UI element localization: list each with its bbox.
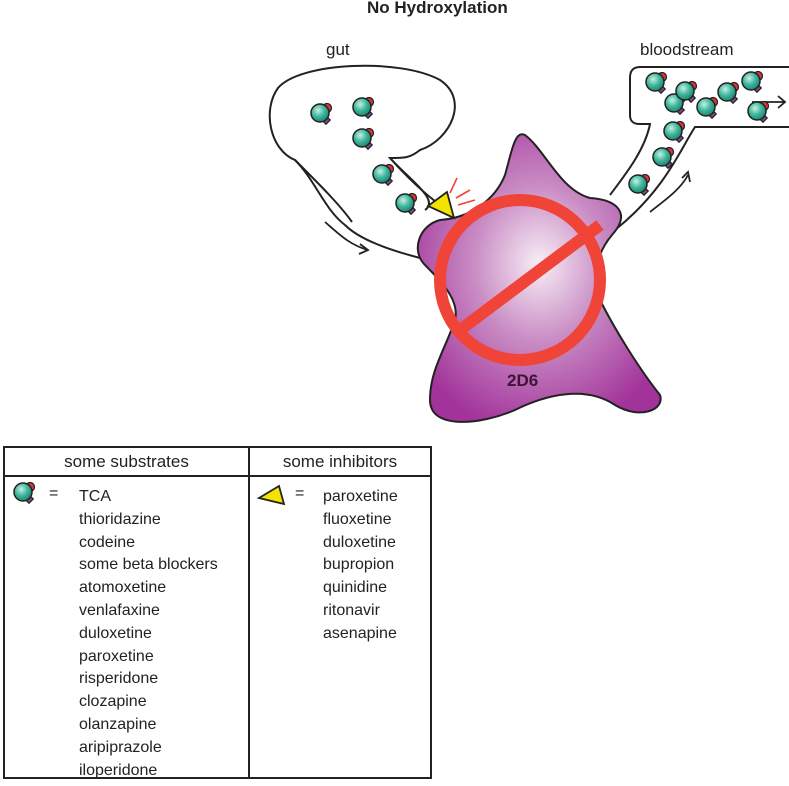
inhibitors-item: quinidine: [323, 579, 388, 597]
substrates-equals: =: [49, 485, 59, 502]
substrates-item: iloperidone: [79, 761, 158, 779]
bloodstream-outline-bottom: [614, 126, 789, 231]
substrate-molecule-icon: [717, 81, 740, 104]
substrate-molecule-icon: [696, 96, 719, 119]
substrate-molecule-icon: [352, 127, 375, 150]
inhibitors-item: fluoxetine: [323, 510, 392, 528]
inhibitor-triangle-icon: [257, 484, 286, 506]
bloodstream-outline-top: [609, 66, 789, 196]
substrate-molecule-icon: [395, 192, 418, 215]
bloodstream-arrow-up: [649, 174, 689, 213]
inhibitors-column: some inhibitors = paroxetine fluoxetine du…: [250, 448, 430, 777]
substrates-item: olanzapine: [79, 715, 157, 733]
substrate-molecule-icon: [372, 163, 395, 186]
substrate-molecule-icon: [628, 173, 651, 196]
substrate-molecule-icon: [645, 71, 668, 94]
substrate-molecule-icon: [652, 146, 675, 169]
substrate-molecule-icon: [352, 96, 375, 119]
substrates-item: some beta blockers: [79, 556, 218, 574]
substrates-item: clozapine: [79, 693, 147, 711]
inhibitors-item: bupropion: [323, 556, 395, 574]
inhibitors-item: asenapine: [323, 624, 397, 642]
inhibitors-header: some inhibitors: [250, 448, 430, 477]
inhibitors-equals: =: [295, 485, 305, 502]
enzyme-label: 2D6: [507, 371, 539, 390]
substrate-molecule-icon: [13, 481, 36, 504]
substrates-item: thioridazine: [79, 510, 161, 528]
gut-arrow: [324, 221, 369, 251]
substrate-molecule-icon: [747, 100, 770, 123]
substrates-header: some substrates: [5, 448, 248, 477]
substrates-item: TCA: [79, 488, 111, 505]
substrates-item: venlafaxine: [79, 601, 160, 619]
substrates-item: aripiprazole: [79, 738, 162, 756]
inhibitor-triangle-icon: [426, 190, 456, 220]
substrate-molecule-icon: [663, 120, 686, 143]
prohibition-sign-icon: [434, 194, 606, 366]
gut-duct-outer: [294, 159, 421, 259]
diagram-canvas: [268, 64, 789, 423]
inhibitors-item: duloxetine: [323, 533, 396, 551]
substrates-item: codeine: [79, 533, 136, 551]
bloodstream-label: bloodstream: [640, 40, 734, 59]
substrate-molecule-icon: [741, 70, 764, 93]
substrates-item: duloxetine: [79, 624, 152, 642]
substrates-item: risperidone: [79, 670, 159, 688]
inhibitors-list: paroxetine fluoxetine duloxetine bupropion q…: [323, 486, 398, 646]
substrates-list: TCA thioridazine codeine some beta blockers…: [79, 486, 218, 782]
inhibitors-item: paroxetine: [323, 488, 398, 505]
substrate-molecule-icon: [310, 102, 333, 125]
diagram-title: No Hydroxylation: [367, 0, 508, 17]
substrates-item: atomoxetine: [79, 579, 167, 597]
inhibitors-item: ritonavir: [323, 601, 380, 619]
legend-table: some substrates = TCA thioridazine codeine…: [3, 446, 432, 779]
substrates-item: paroxetine: [79, 647, 154, 665]
gut-label: gut: [326, 40, 350, 59]
diagram: No Hydroxylation gut bloodstream 2D6: [268, 0, 789, 423]
substrates-column: some substrates = TCA thioridazine codeine…: [5, 448, 250, 779]
spark-lines: [449, 177, 476, 206]
